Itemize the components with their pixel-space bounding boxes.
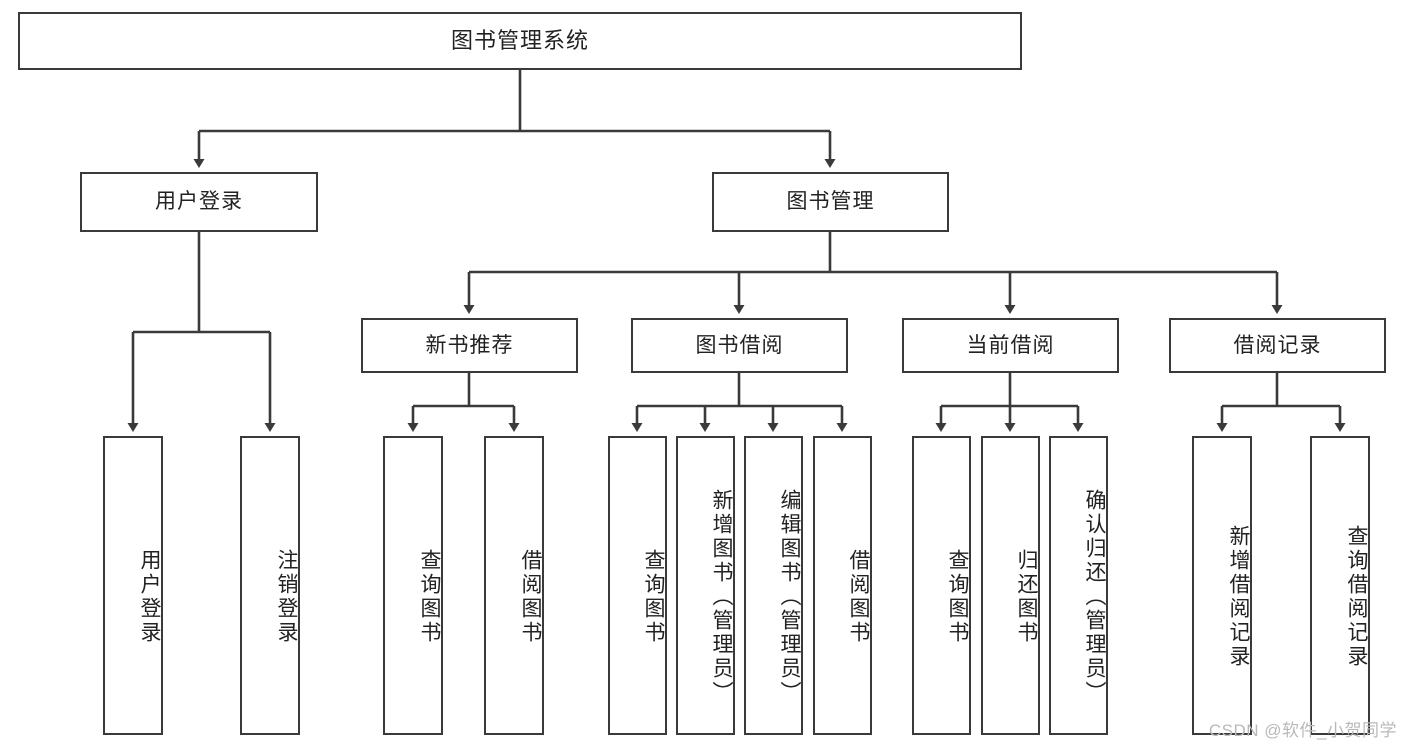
node-label: 新书推荐 (425, 333, 514, 357)
leaf-user-login[interactable]: 用户登录 (103, 436, 163, 735)
leaf-query-book-1[interactable]: 查询图书 (383, 436, 443, 735)
node-label: 新增借阅记录 (1227, 524, 1250, 669)
leaf-borrow-book-1[interactable]: 借阅图书 (484, 436, 544, 735)
node-label: 查询图书 (642, 548, 665, 645)
node-label: 确认归还（管理员） (1083, 488, 1106, 705)
leaf-return-book[interactable]: 归还图书 (981, 436, 1040, 735)
node-label: 借阅图书 (519, 548, 542, 645)
node-root-system[interactable]: 图书管理系统 (18, 12, 1022, 70)
node-label: 查询借阅记录 (1345, 524, 1368, 669)
watermark-text: CSDN @软件_小贺同学 (1208, 721, 1397, 740)
node-label: 用户登录 (138, 548, 161, 645)
node-new-book-recommend[interactable]: 新书推荐 (361, 318, 578, 373)
node-label: 图书管理 (786, 190, 875, 214)
node-label: 新增图书（管理员） (710, 488, 733, 705)
leaf-query-record[interactable]: 查询借阅记录 (1310, 436, 1370, 735)
node-book-borrow[interactable]: 图书借阅 (631, 318, 848, 373)
node-label: 查询图书 (946, 548, 969, 645)
leaf-user-logout[interactable]: 注销登录 (240, 436, 300, 735)
leaf-edit-book[interactable]: 编辑图书（管理员） (744, 436, 803, 735)
node-label: 图书管理系统 (450, 27, 589, 53)
leaf-add-record[interactable]: 新增借阅记录 (1192, 436, 1252, 735)
node-user-login[interactable]: 用户登录 (80, 172, 318, 232)
leaf-add-book[interactable]: 新增图书（管理员） (676, 436, 735, 735)
node-label: 图书借阅 (695, 333, 784, 357)
node-label: 当前借阅 (966, 333, 1055, 357)
node-label: 查询图书 (418, 548, 441, 645)
leaf-borrow-book-2[interactable]: 借阅图书 (813, 436, 872, 735)
node-label: 编辑图书（管理员） (778, 488, 801, 705)
leaf-query-book-2[interactable]: 查询图书 (608, 436, 667, 735)
node-label: 借阅记录 (1233, 333, 1322, 357)
leaf-query-book-3[interactable]: 查询图书 (912, 436, 971, 735)
node-label: 归还图书 (1015, 548, 1038, 645)
node-current-borrow[interactable]: 当前借阅 (902, 318, 1119, 373)
node-borrow-record[interactable]: 借阅记录 (1169, 318, 1386, 373)
leaf-confirm-return[interactable]: 确认归还（管理员） (1049, 436, 1108, 735)
node-label: 注销登录 (275, 548, 298, 645)
node-label: 用户登录 (155, 190, 243, 214)
node-book-manage[interactable]: 图书管理 (712, 172, 949, 232)
node-label: 借阅图书 (847, 548, 870, 645)
